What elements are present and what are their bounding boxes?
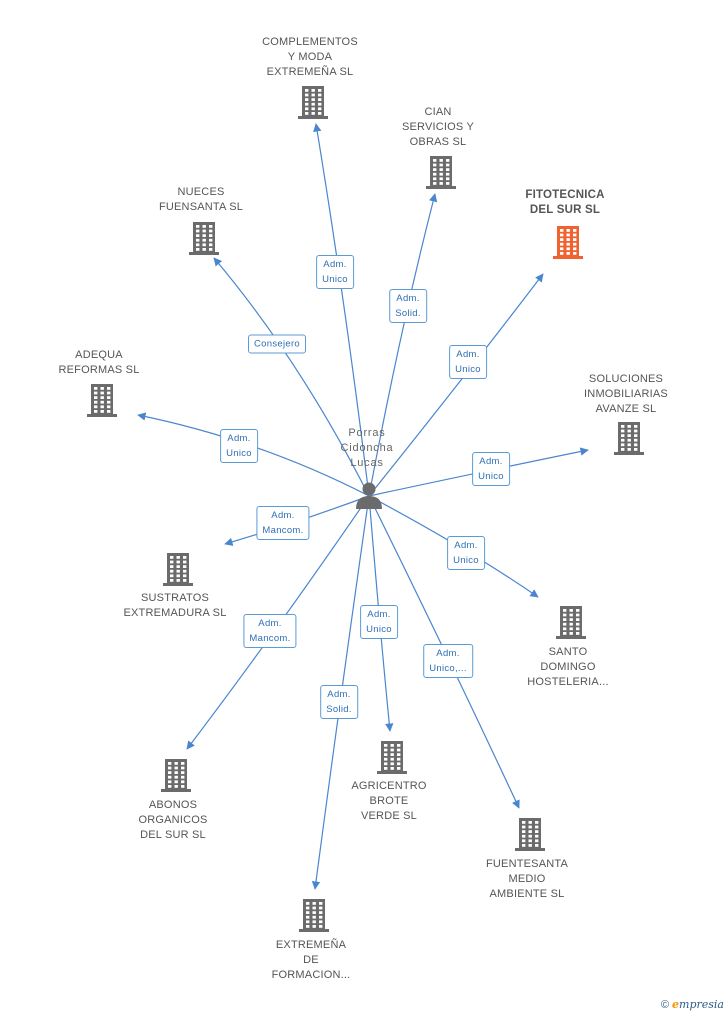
person-icon[interactable] (356, 482, 382, 510)
company-label-soluciones[interactable]: SOLUCIONES INMOBILIARIAS AVANZE SL (584, 373, 668, 415)
edge-label-agricentro[interactable]: Adm. Unico (360, 605, 398, 639)
building-icon-abonos[interactable] (161, 759, 191, 792)
building-icon-agricentro[interactable] (377, 741, 407, 774)
company-label-sustratos[interactable]: SUSTRATOS EXTREMADURA SL (123, 592, 227, 619)
building-icon-nueces[interactable] (189, 222, 219, 255)
building-icon-adequa[interactable] (87, 384, 117, 417)
edge-label-nueces[interactable]: Consejero (247, 334, 307, 354)
company-label-agricentro[interactable]: AGRICENTRO BROTE VERDE SL (351, 780, 427, 822)
company-label-complementos[interactable]: COMPLEMENTOS Y MODA EXTREMEÑA SL (262, 36, 358, 78)
brand-logo[interactable]: empresia (672, 998, 724, 1011)
company-label-cian[interactable]: CIAN SERVICIOS Y OBRAS SL (401, 106, 475, 148)
edge-label-santo[interactable]: Adm. Unico (447, 536, 485, 570)
edge-label-adequa[interactable]: Adm. Unico (220, 429, 258, 463)
edge-label-fuentesanta[interactable]: Adm. Unico,... (423, 644, 473, 678)
person-label[interactable]: Porras Cidoncha Lucas (340, 427, 394, 469)
company-label-abonos[interactable]: ABONOS ORGANICOS DEL SUR SL (138, 799, 208, 841)
building-icon-cian[interactable] (426, 156, 456, 189)
edge-label-soluciones[interactable]: Adm. Unico (472, 452, 510, 486)
footer: © empresia (661, 998, 724, 1011)
copyright-symbol: © (660, 999, 669, 1011)
company-label-fitotecnica[interactable]: FITOTECNICA DEL SUR SL (525, 189, 605, 216)
building-icon-santo[interactable] (556, 606, 586, 639)
building-icon-fitotecnica[interactable] (553, 226, 583, 259)
building-icon-complementos[interactable] (298, 86, 328, 119)
edge-nueces (213, 257, 370, 497)
building-icon-soluciones[interactable] (614, 422, 644, 455)
edge-cian (368, 193, 438, 497)
building-icon-extremena[interactable] (299, 899, 329, 932)
edge-label-sustratos[interactable]: Adm. Mancom. (256, 506, 310, 540)
edge-complementos (313, 123, 370, 497)
company-label-adequa[interactable]: ADEQUA REFORMAS SL (58, 349, 140, 376)
company-label-fuentesanta[interactable]: FUENTESANTA MEDIO AMBIENTE SL (485, 858, 569, 900)
company-label-santo[interactable]: SANTO DOMINGO HOSTELERIA... (527, 646, 609, 688)
building-icon-sustratos[interactable] (163, 553, 193, 586)
edge-label-cian[interactable]: Adm. Solid. (389, 289, 427, 323)
edge-label-extremena[interactable]: Adm. Solid. (320, 685, 358, 719)
company-label-extremena[interactable]: EXTREMEÑA DE FORMACION... (271, 939, 351, 981)
company-label-nueces[interactable]: NUECES FUENSANTA SL (158, 186, 244, 213)
building-icon-fuentesanta[interactable] (515, 818, 545, 851)
edge-label-complementos[interactable]: Adm. Unico (316, 255, 354, 289)
edge-label-abonos[interactable]: Adm. Mancom. (243, 614, 297, 648)
edge-label-fitotecnica[interactable]: Adm. Unico (449, 345, 487, 379)
